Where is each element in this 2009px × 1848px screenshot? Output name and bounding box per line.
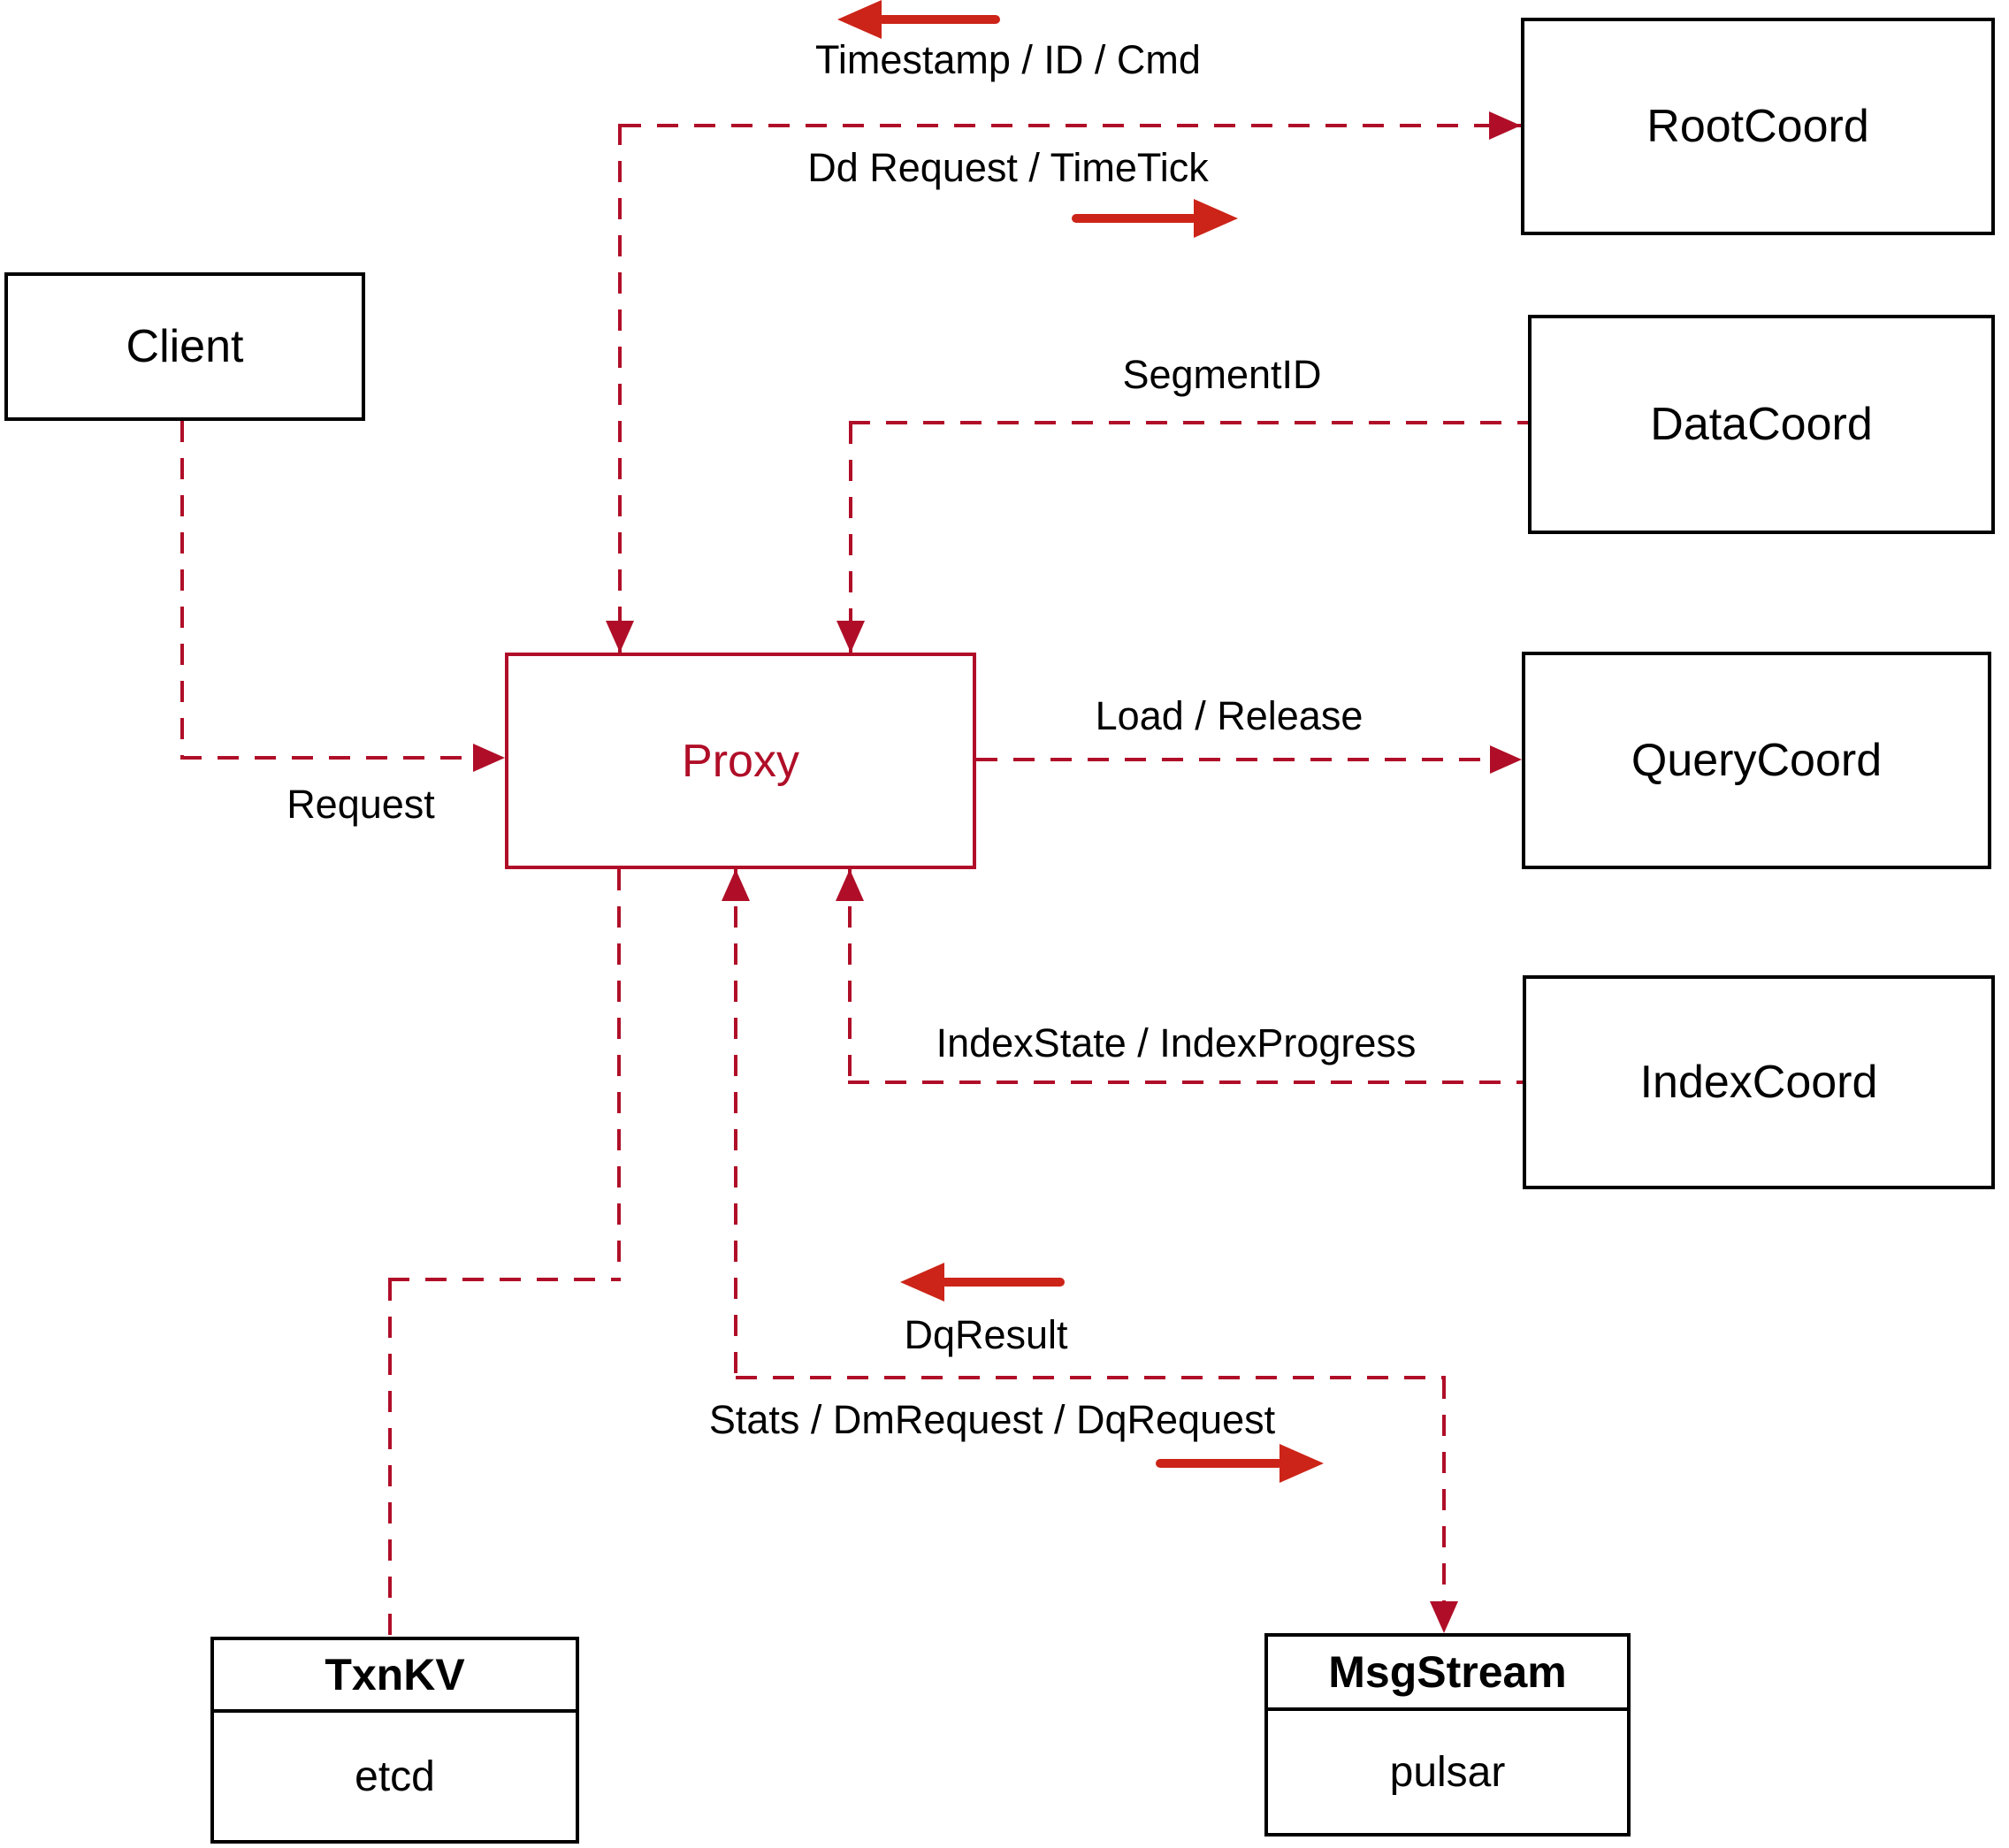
connector-datacoord-proxy-horizontal [849,421,1528,424]
edge-label-dqresult: DqResult [904,1312,1068,1357]
txnkv-node-impl: etcd [355,1753,435,1800]
rootcoord-node: RootCoord [1521,18,1995,235]
stats-direction-arrow-icon [1279,1444,1324,1483]
connector-indexcoord-proxy-vertical [848,869,852,1082]
arrowhead-into-proxy-top-left [606,621,634,653]
arrowhead-into-querycoord [1490,745,1522,774]
arrowhead-into-proxy-bottom-left [722,869,750,901]
edge-label-request: Request [286,782,435,827]
stats-direction-arrow-shaft [1156,1459,1283,1468]
connector-client-proxy-horizontal [180,756,505,760]
arrowhead-into-proxy-top-right [836,621,865,653]
timestamp-direction-arrow-icon [837,0,882,39]
connector-proxy-msgstream-vertical2 [1442,1378,1446,1633]
txnkv-node-title: TxnKV [325,1650,465,1699]
msgstream-node-header: MsgStream [1268,1637,1627,1711]
querycoord-node: QueryCoord [1522,652,1991,869]
edge-label-segmentid: SegmentID [1122,352,1322,397]
txnkv-node-body: etcd [214,1713,576,1840]
dqresult-direction-arrow-shaft [941,1278,1065,1287]
indexcoord-node: IndexCoord [1523,975,1995,1189]
arrowhead-into-rootcoord [1489,111,1521,140]
rootcoord-node-label: RootCoord [1646,101,1869,152]
ddrequest-direction-arrow-icon [1194,199,1238,238]
edge-label-timestamp-id-cmd: Timestamp / ID / Cmd [815,37,1201,82]
edge-label-indexstate: IndexState / IndexProgress [936,1020,1417,1065]
arrowhead-into-proxy-bottom-right [836,869,864,901]
edge-label-ddrequest-timetick: Dd Request / TimeTick [807,145,1209,190]
connector-indexcoord-proxy-horizontal [848,1081,1523,1084]
datacoord-node: DataCoord [1528,315,1995,534]
connector-proxy-txnkv-horizontal [388,1278,621,1281]
indexcoord-node-label: IndexCoord [1639,1057,1878,1108]
edge-label-load-release: Load / Release [1095,693,1364,738]
txnkv-node: TxnKV etcd [210,1637,579,1844]
connector-proxy-txnkv-vertical1 [617,869,621,1281]
connector-proxy-querycoord [976,758,1522,761]
ddrequest-direction-arrow-shaft [1072,214,1197,223]
connector-proxy-rootcoord-horizontal [620,124,1521,127]
arrowhead-into-proxy-left [473,744,505,772]
connector-proxy-msgstream-vertical1 [734,869,737,1379]
querycoord-node-label: QueryCoord [1631,735,1883,786]
arrowhead-into-msgstream [1430,1601,1458,1633]
connector-proxy-txnkv-vertical2 [388,1279,392,1637]
connector-client-proxy-vertical [180,421,184,760]
msgstream-node-impl: pulsar [1389,1748,1506,1796]
dqresult-direction-arrow-icon [900,1263,944,1302]
connector-proxy-msgstream-horizontal [736,1376,1446,1379]
proxy-node: Proxy [505,653,976,869]
msgstream-node-title: MsgStream [1328,1647,1567,1697]
datacoord-node-label: DataCoord [1650,399,1873,450]
msgstream-node: MsgStream pulsar [1264,1633,1631,1837]
client-node-label: Client [126,321,244,372]
client-node: Client [4,272,365,421]
connector-proxy-rootcoord-vertical [618,124,622,653]
timestamp-direction-arrow-shaft [878,15,1000,24]
connector-datacoord-proxy-vertical [849,423,852,653]
edge-label-stats-dm-dq: Stats / DmRequest / DqRequest [708,1397,1276,1442]
proxy-node-label: Proxy [682,735,799,787]
msgstream-node-body: pulsar [1268,1711,1627,1833]
txnkv-node-header: TxnKV [214,1640,576,1713]
